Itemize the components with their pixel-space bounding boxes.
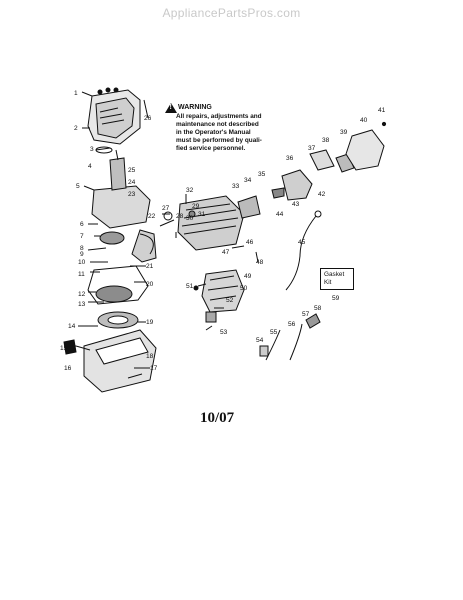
callout-40: 40 xyxy=(360,117,368,124)
callout-52: 52 xyxy=(226,297,234,304)
callout-10: 10 xyxy=(78,259,86,266)
callout-59: 59 xyxy=(332,295,340,302)
callout-33: 33 xyxy=(232,183,240,190)
callout-49: 49 xyxy=(244,273,252,280)
callout-34: 34 xyxy=(244,177,252,184)
callout-50: 50 xyxy=(240,285,248,292)
callout-53: 53 xyxy=(220,329,228,336)
callout-9: 9 xyxy=(80,251,84,258)
callout-28: 28 xyxy=(176,213,184,220)
callout-57: 57 xyxy=(302,311,310,318)
callout-2: 2 xyxy=(74,125,78,132)
callout-37: 37 xyxy=(308,145,316,152)
callout-22: 22 xyxy=(148,213,156,220)
callout-16: 16 xyxy=(64,365,72,372)
warning-icon xyxy=(165,103,177,113)
callout-6: 6 xyxy=(80,221,84,228)
callout-25: 25 xyxy=(128,167,136,174)
callout-17: 17 xyxy=(150,365,158,372)
callout-58: 58 xyxy=(314,305,322,312)
callout-14: 14 xyxy=(68,323,76,330)
callout-44: 44 xyxy=(276,211,284,218)
callout-30: 30 xyxy=(186,215,194,222)
callout-19: 19 xyxy=(146,319,154,326)
callout-32: 32 xyxy=(186,187,194,194)
callout-18: 18 xyxy=(146,353,154,360)
callout-15: 15 xyxy=(60,345,68,352)
callout-7: 7 xyxy=(80,233,84,240)
callout-1: 1 xyxy=(74,90,78,97)
date-code: 10/07 xyxy=(200,410,235,426)
callout-48: 48 xyxy=(256,259,264,266)
callout-31: 31 xyxy=(198,211,206,218)
callout-13: 13 xyxy=(78,301,86,308)
callout-4: 4 xyxy=(88,163,92,170)
callout-5: 5 xyxy=(76,183,80,190)
callout-54: 54 xyxy=(256,337,264,344)
callout-27: 27 xyxy=(162,205,170,212)
callout-38: 38 xyxy=(322,137,330,144)
callout-29: 29 xyxy=(192,203,200,210)
callout-56: 56 xyxy=(288,321,296,328)
callout-42: 42 xyxy=(318,191,326,198)
callout-45: 45 xyxy=(298,239,306,246)
callout-41: 41 xyxy=(378,107,386,114)
callout-26: 26 xyxy=(144,115,152,122)
callout-20: 20 xyxy=(146,281,154,288)
warning-title: WARNING xyxy=(178,104,212,111)
callout-43: 43 xyxy=(292,201,300,208)
callout-21: 21 xyxy=(146,263,154,270)
callout-24: 24 xyxy=(128,179,136,186)
callout-12: 12 xyxy=(78,291,86,298)
gasket-kit-box: Gasket Kit xyxy=(320,268,354,290)
callout-23: 23 xyxy=(128,191,136,198)
callout-51: 51 xyxy=(186,283,194,290)
callout-39: 39 xyxy=(340,129,348,136)
callout-47: 47 xyxy=(222,249,230,256)
callout-11: 11 xyxy=(78,271,85,278)
callout-36: 36 xyxy=(286,155,294,162)
callout-35: 35 xyxy=(258,171,266,178)
callout-55: 55 xyxy=(270,329,278,336)
callout-8: 8 xyxy=(80,245,84,252)
callout-46: 46 xyxy=(246,239,254,246)
watermark: AppliancePartsPros.com xyxy=(162,6,301,20)
callout-3: 3 xyxy=(90,146,94,153)
warning-text: All repairs, adjustments and maintenance… xyxy=(176,113,262,152)
